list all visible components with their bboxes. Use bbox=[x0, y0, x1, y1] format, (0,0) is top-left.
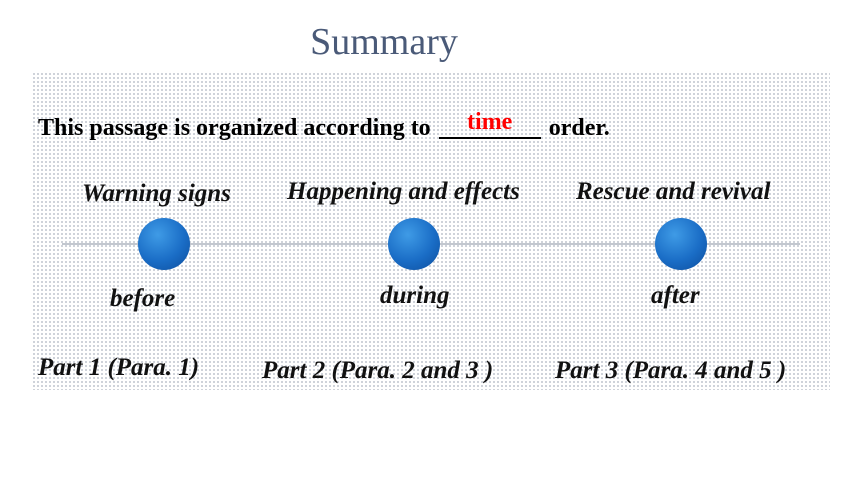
stage-1-part: Part 1 (Para. 1) bbox=[38, 354, 200, 381]
timeline-node-1 bbox=[138, 218, 190, 270]
stage-3-part: Part 3 (Para. 4 and 5 ) bbox=[555, 357, 787, 384]
stage-1-time: before bbox=[110, 285, 176, 312]
stage-3-time: after bbox=[651, 282, 700, 309]
sentence-start: This passage is organized according to bbox=[38, 115, 431, 141]
timeline-node-2 bbox=[388, 218, 440, 270]
stage-2-time: during bbox=[380, 282, 450, 309]
stage-1-topic: Warning signs bbox=[82, 180, 231, 207]
answer-text: time bbox=[467, 109, 513, 135]
stage-2-topic: Happening and effects bbox=[287, 178, 520, 205]
summary-sentence: This passage is organized according to t… bbox=[38, 109, 610, 142]
stage-3-topic: Rescue and revival bbox=[576, 178, 771, 205]
stage-2-part: Part 2 (Para. 2 and 3 ) bbox=[262, 357, 494, 384]
slide-title: Summary bbox=[310, 21, 458, 63]
answer-blank: time bbox=[438, 109, 541, 142]
sentence-end: order. bbox=[548, 115, 610, 141]
timeline-node-3 bbox=[655, 218, 707, 270]
blank-underline bbox=[438, 137, 541, 139]
